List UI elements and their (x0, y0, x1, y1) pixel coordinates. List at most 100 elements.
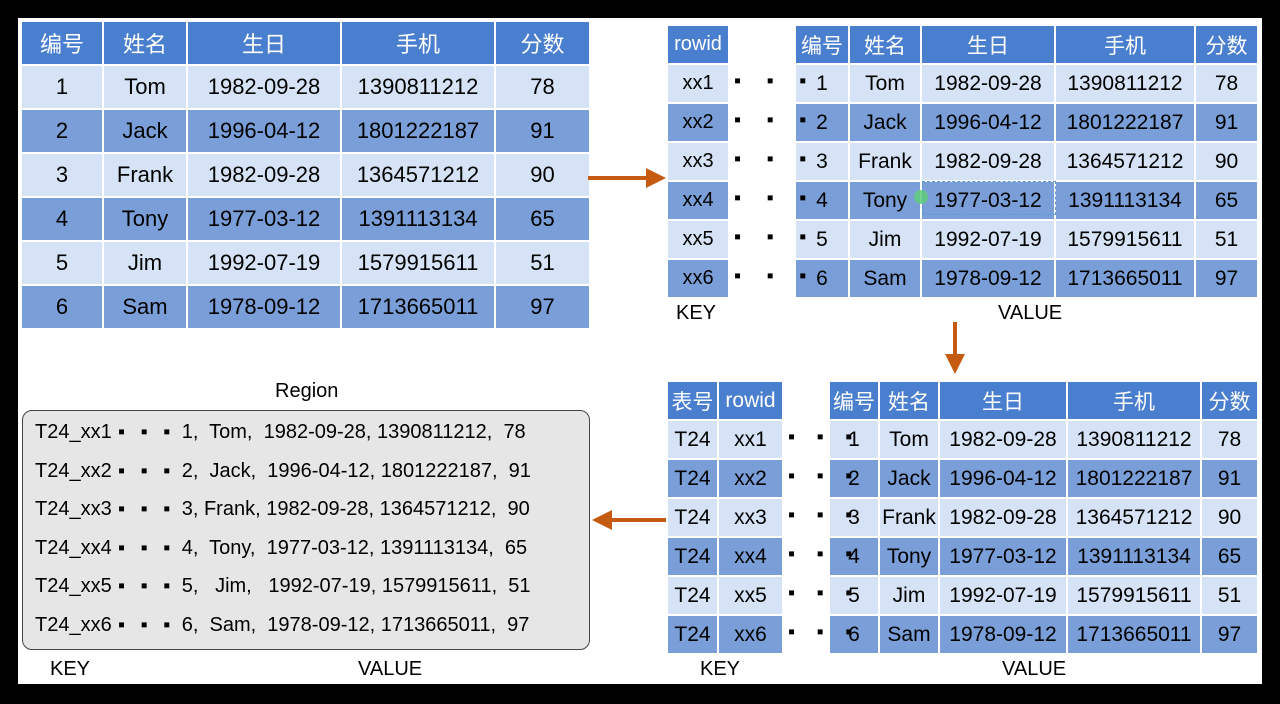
cell-name: Tony (104, 198, 188, 242)
header-birthday: 生日 (940, 382, 1068, 421)
cell-phone: 1801222187 (342, 110, 496, 154)
cell-birthday: 1982-09-28 (922, 65, 1056, 104)
cell-name: Tony (880, 538, 940, 577)
region-title: Region (275, 380, 339, 402)
cell-birthday: 1996-04-12 (922, 104, 1056, 143)
cell-rowid: xx5 (719, 577, 782, 616)
region-key: T24_xx1 (35, 421, 112, 443)
region-value: 5, Jim, 1992-07-19, 1579915611, 51 (181, 575, 531, 598)
cell-score: 91 (496, 110, 589, 154)
ellipsis-dots: ▪ ▪ ▪ (788, 465, 861, 487)
cell-id: 5 (830, 577, 880, 616)
header-id: 编号 (22, 22, 104, 66)
header-rowid: rowid (719, 382, 782, 421)
value-label-3: VALUE (358, 658, 423, 680)
cell-score: 78 (1196, 65, 1257, 104)
ellipsis-dots: ▪ ▪ ▪ (734, 70, 817, 92)
cell-rowid: xx5 (668, 221, 728, 260)
table-row: xx6 (668, 260, 728, 297)
cell-birthday: 1992-07-19 (188, 242, 342, 286)
cell-phone: 1364571212 (342, 154, 496, 198)
ellipsis-dots: ▪ ▪ ▪ (734, 148, 817, 170)
header-name: 姓名 (880, 382, 940, 421)
cell-phone: 1364571212 (1056, 143, 1196, 182)
cell-phone: 1579915611 (1068, 577, 1202, 616)
header-rowid: rowid (668, 26, 728, 65)
cell-phone: 1390811212 (1056, 65, 1196, 104)
cell-birthday: 1982-09-28 (188, 154, 342, 198)
cell-phone: 1801222187 (1068, 460, 1202, 499)
cell-birthday: 1978-09-12 (188, 286, 342, 328)
cell-score: 51 (496, 242, 589, 286)
cell-id: 6 (22, 286, 104, 328)
cell-name: Jack (850, 104, 922, 143)
ellipsis-dots: ▪ ▪ ▪ (734, 109, 817, 131)
header-id: 编号 (796, 26, 850, 65)
header-name: 姓名 (104, 22, 188, 66)
cell-rowid: xx2 (668, 104, 728, 143)
cell-phone: 1713665011 (342, 286, 496, 328)
cell-phone: 1390811212 (342, 66, 496, 110)
cell-birthday: 1982-09-28 (940, 499, 1068, 538)
cell-name: Tom (880, 421, 940, 460)
cell-table-no: T24 (668, 460, 719, 499)
cell-phone: 1579915611 (342, 242, 496, 286)
cell-birthday: 1996-04-12 (188, 110, 342, 154)
cell-id: 4 (22, 198, 104, 242)
source-table-header-row: 编号 姓名 生日 手机 分数 (22, 22, 589, 66)
cell-phone: 1801222187 (1056, 104, 1196, 143)
cell-name: Frank (880, 499, 940, 538)
cell-rowid: xx3 (668, 143, 728, 182)
ellipsis-dots: ▪ ▪ ▪ (118, 536, 176, 559)
ellipsis-dots: ▪ ▪ ▪ (118, 575, 176, 598)
key-label-1: KEY (676, 302, 717, 324)
header-id: 编号 (830, 382, 880, 421)
cell-name: Jack (104, 110, 188, 154)
ellipsis-dots: ▪ ▪ ▪ (734, 187, 817, 209)
ellipsis-dots: ▪ ▪ ▪ (734, 226, 817, 248)
ellipsis-dots: ▪ ▪ ▪ (788, 582, 861, 604)
header-table-no: 表号 (668, 382, 719, 421)
cell-birthday: 1996-04-12 (940, 460, 1068, 499)
cell-id: 6 (830, 616, 880, 653)
header-birthday: 生日 (922, 26, 1056, 65)
ellipsis-dots: ▪ ▪ ▪ (118, 614, 176, 636)
cell-id: 3 (830, 499, 880, 538)
region-value: 1, Tom, 1982-09-28, 1390811212, 78 (181, 421, 526, 443)
region-key: T24_xx4 (35, 536, 112, 559)
cell-name: Sam (104, 286, 188, 328)
cell-id: 2 (830, 460, 880, 499)
cell-score: 97 (1196, 260, 1257, 297)
region-key: T24_xx6 (35, 614, 112, 636)
region-row: T24_xx1 ▪ ▪ ▪1, Tom, 1982-09-28, 13908112… (35, 421, 526, 444)
header-birthday: 生日 (188, 22, 342, 66)
value-label-2: VALUE (1002, 658, 1067, 680)
cell-rowid: xx1 (668, 65, 728, 104)
cell-id: 2 (22, 110, 104, 154)
table-row: xx1 (668, 65, 728, 104)
table-row: xx2 (668, 104, 728, 143)
cell-score: 90 (1202, 499, 1257, 538)
cell-score: 78 (1202, 421, 1257, 460)
region-box: T24_xx1▪ ▪ ▪1, Tom, 1982-09-28, 13908112… (22, 410, 590, 650)
cell-rowid: xx3 (719, 499, 782, 538)
cell-birthday: 1982-09-28 (188, 66, 342, 110)
ellipsis-dots: ▪ ▪ ▪ (118, 421, 176, 443)
header-phone: 手机 (1068, 382, 1202, 421)
